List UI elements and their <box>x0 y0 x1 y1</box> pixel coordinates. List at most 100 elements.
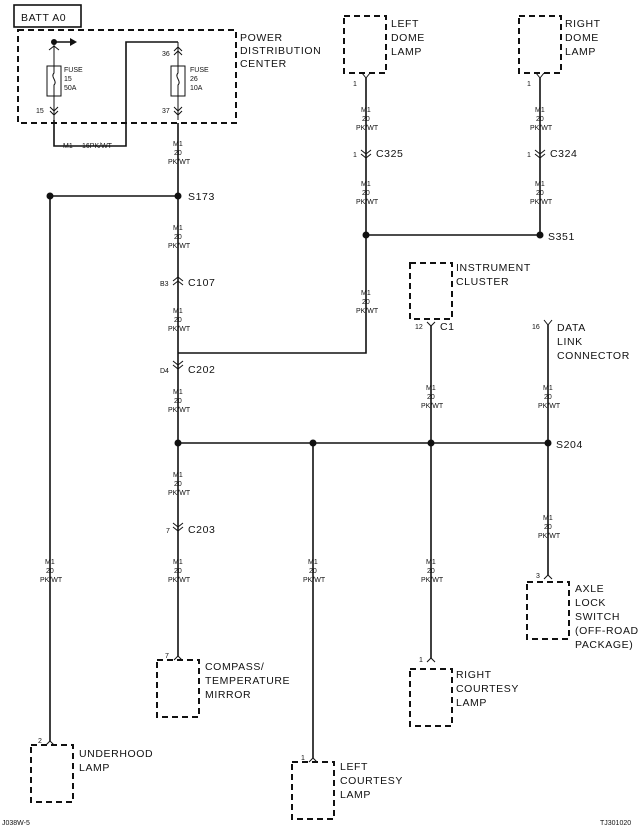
svg-text:PK/WT: PK/WT <box>168 490 191 497</box>
batt-a0-label: BATT A0 <box>13 4 82 28</box>
svg-text:10A: 10A <box>190 85 203 92</box>
svg-text:20: 20 <box>544 394 552 401</box>
svg-text:20: 20 <box>46 568 54 575</box>
svg-text:20: 20 <box>174 481 182 488</box>
svg-text:CENTER: CENTER <box>240 58 287 70</box>
svg-text:20: 20 <box>174 317 182 324</box>
svg-text:TEMPERATURE: TEMPERATURE <box>205 675 290 687</box>
svg-text:7: 7 <box>166 528 170 535</box>
svg-text:M1: M1 <box>535 107 545 114</box>
svg-text:15: 15 <box>36 108 44 115</box>
fuse-26: FUSE 26 10A 36 37 <box>162 42 209 120</box>
svg-text:CLUSTER: CLUSTER <box>456 276 509 288</box>
svg-text:DISTRIBUTION: DISTRIBUTION <box>240 45 321 57</box>
svg-text:M1: M1 <box>63 143 73 150</box>
svg-text:20: 20 <box>544 524 552 531</box>
svg-text:COURTESY: COURTESY <box>340 775 403 787</box>
connector-c325: 1 C325 <box>353 148 404 160</box>
svg-text:LINK: LINK <box>557 336 583 348</box>
power-distribution-center: POWER DISTRIBUTION CENTER <box>17 29 321 124</box>
wire-label: M1 20 PK/WT <box>530 107 553 132</box>
svg-text:DATA: DATA <box>557 322 586 334</box>
fuse-15: FUSE 15 50A 15 <box>36 42 83 120</box>
wire-label: M1 20 PK/WT <box>356 290 379 315</box>
svg-text:M1: M1 <box>173 141 183 148</box>
svg-text:AXLE: AXLE <box>575 583 604 595</box>
svg-text:C107: C107 <box>188 277 216 289</box>
svg-text:M1: M1 <box>45 559 55 566</box>
svg-text:LAMP: LAMP <box>79 762 110 774</box>
svg-text:PK/WT: PK/WT <box>421 403 444 410</box>
svg-text:LEFT: LEFT <box>391 18 419 30</box>
svg-text:20: 20 <box>174 150 182 157</box>
svg-text:20: 20 <box>362 116 370 123</box>
svg-text:C325: C325 <box>376 148 404 160</box>
svg-text:CONNECTOR: CONNECTOR <box>557 350 630 362</box>
svg-text:M1: M1 <box>173 225 183 232</box>
svg-text:1: 1 <box>353 152 357 159</box>
svg-text:M1: M1 <box>173 472 183 479</box>
data-link-connector: 16 DATA LINK CONNECTOR <box>532 319 630 362</box>
svg-text:RIGHT: RIGHT <box>456 669 492 681</box>
svg-text:(OFF-ROAD: (OFF-ROAD <box>575 625 639 637</box>
axle-lock-switch: 3 AXLE LOCK SWITCH (OFF-ROAD PACKAGE) <box>526 573 639 651</box>
svg-text:M1: M1 <box>308 559 318 566</box>
svg-text:COURTESY: COURTESY <box>456 683 519 695</box>
wire-label: M1 20 PK/WT <box>356 107 379 132</box>
batt-arrow-head <box>70 38 77 46</box>
svg-text:M1: M1 <box>361 181 371 188</box>
instrument-cluster: INSTRUMENT CLUSTER <box>409 262 530 320</box>
svg-text:FUSE: FUSE <box>64 67 83 74</box>
svg-text:7: 7 <box>165 653 169 660</box>
svg-text:C202: C202 <box>188 364 216 376</box>
svg-text:PK/WT: PK/WT <box>421 577 444 584</box>
svg-text:PK/WT: PK/WT <box>303 577 326 584</box>
wire-label: M1 20 PK/WT <box>168 472 191 497</box>
svg-text:FUSE: FUSE <box>190 67 209 74</box>
svg-text:LAMP: LAMP <box>340 789 371 801</box>
svg-text:LEFT: LEFT <box>340 761 368 773</box>
svg-text:37: 37 <box>162 108 170 115</box>
svg-text:20: 20 <box>174 398 182 405</box>
svg-text:PK/WT: PK/WT <box>168 577 191 584</box>
svg-text:2: 2 <box>38 738 42 745</box>
footer-right-code: TJ301020 <box>600 820 631 827</box>
left-dome-wire <box>178 78 367 354</box>
left-courtesy-lamp: 1 LEFT COURTESY LAMP <box>291 755 403 820</box>
connector-c1: 12 C1 <box>415 321 454 333</box>
wire-label: M1 20 PK/WT <box>168 225 191 250</box>
connector-c324: 1 C324 <box>527 148 577 160</box>
svg-text:3: 3 <box>536 573 540 580</box>
underhood-lamp: 2 UNDERHOOD LAMP <box>30 738 153 803</box>
svg-text:20: 20 <box>174 568 182 575</box>
svg-text:PK/WT: PK/WT <box>356 308 379 315</box>
svg-text:1: 1 <box>527 152 531 159</box>
svg-text:B3: B3 <box>160 281 169 288</box>
svg-text:36: 36 <box>162 51 170 58</box>
svg-text:PK/WT: PK/WT <box>168 159 191 166</box>
svg-text:LAMP: LAMP <box>391 46 422 58</box>
svg-text:12: 12 <box>415 324 423 331</box>
svg-text:POWER: POWER <box>240 32 283 44</box>
svg-text:M1: M1 <box>173 389 183 396</box>
svg-text:M1: M1 <box>426 385 436 392</box>
svg-text:LAMP: LAMP <box>456 697 487 709</box>
svg-text:S204: S204 <box>556 439 583 451</box>
svg-text:M1: M1 <box>173 559 183 566</box>
connector-c107: B3 C107 <box>160 276 216 289</box>
svg-text:20: 20 <box>427 568 435 575</box>
svg-text:20: 20 <box>536 190 544 197</box>
wire-label: M1 20 PK/WT <box>538 385 561 410</box>
svg-text:1: 1 <box>301 755 305 762</box>
svg-text:1: 1 <box>353 81 357 88</box>
svg-text:PK/WT: PK/WT <box>530 125 553 132</box>
lower-bus-dot <box>174 439 182 447</box>
svg-text:20: 20 <box>174 234 182 241</box>
svg-text:20: 20 <box>362 299 370 306</box>
svg-text:DOME: DOME <box>391 32 425 44</box>
svg-text:PACKAGE): PACKAGE) <box>575 639 633 651</box>
wire-label: M1 20 PK/WT <box>421 385 444 410</box>
svg-text:MIRROR: MIRROR <box>205 689 251 701</box>
svg-text:20: 20 <box>309 568 317 575</box>
wire-label: M1 20 PK/WT <box>356 181 379 206</box>
